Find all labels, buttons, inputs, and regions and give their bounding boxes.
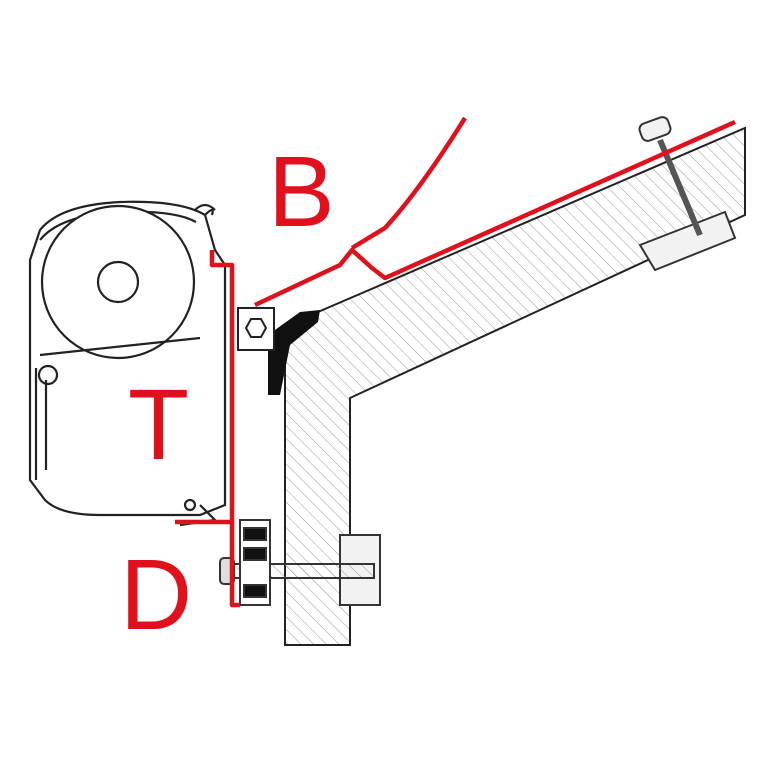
top-bracket [638,116,737,272]
hex-bolt [237,307,275,351]
seal-strip [268,310,320,395]
adapter-rail [175,116,736,608]
label-b: B [268,136,335,248]
label-t: T [128,369,190,481]
label-d: D [120,539,193,651]
wall-section [284,126,746,646]
